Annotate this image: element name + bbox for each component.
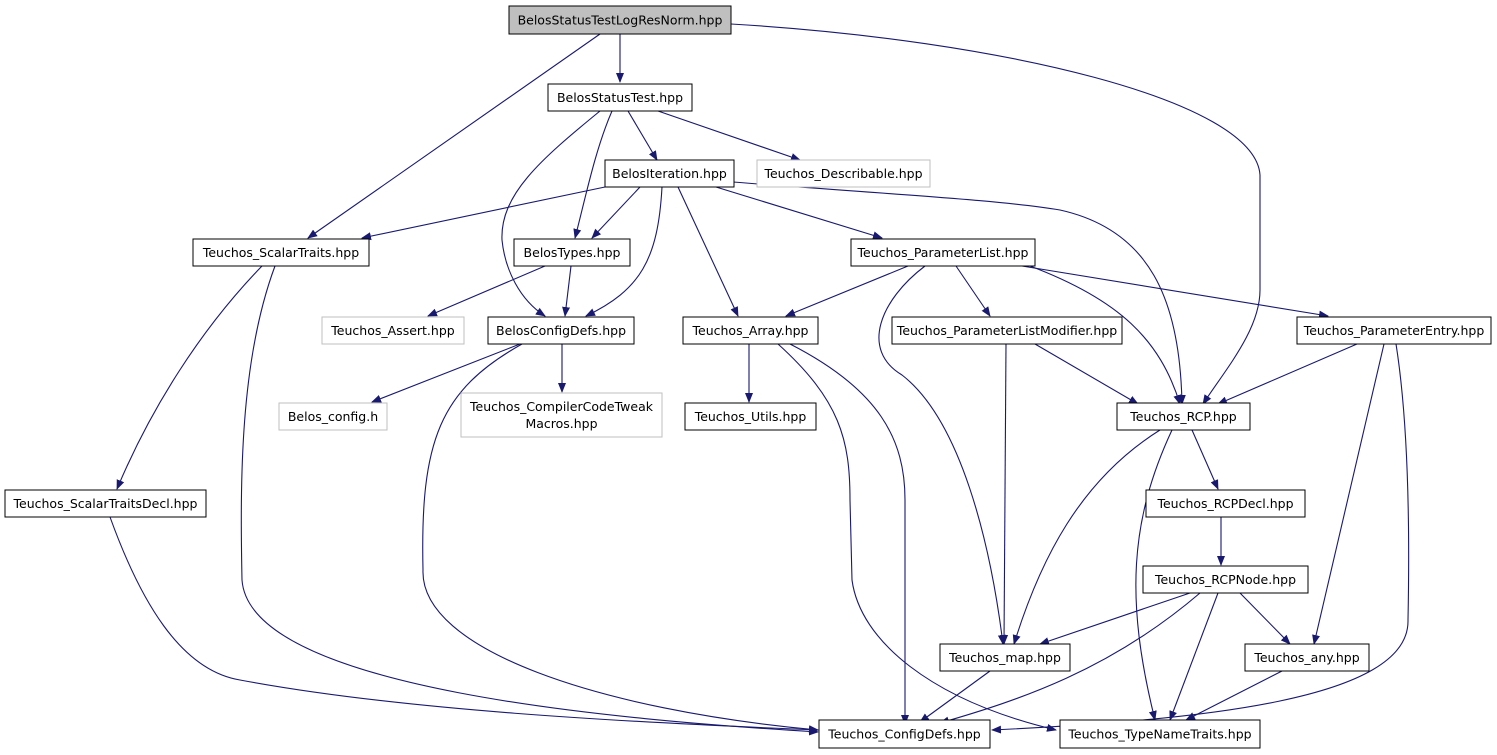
edge-paramentry-any [1312, 343, 1385, 645]
node-scalartraits[interactable]: Teuchos_ScalarTraits.hpp [192, 238, 370, 267]
node-statustest[interactable]: BelosStatusTest.hpp [547, 83, 693, 112]
node-plmodifier[interactable]: Teuchos_ParameterListModifier.hpp [891, 316, 1123, 345]
node-rcpnode[interactable]: Teuchos_RCPNode.hpp [1142, 565, 1309, 594]
node-statustest-label: BelosStatusTest.hpp [557, 90, 683, 105]
node-stdecl[interactable]: Teuchos_ScalarTraitsDecl.hpp [4, 489, 207, 518]
node-paramentry-label: Teuchos_ParameterEntry.hpp [1303, 323, 1485, 338]
edge-paramentry-tconfigdefs [991, 343, 1410, 734]
node-rcpdecl-label: Teuchos_RCPDecl.hpp [1156, 496, 1293, 511]
edge-statustest-describable [657, 110, 801, 161]
node-any[interactable]: Teuchos_any.hpp [1244, 643, 1370, 672]
node-iteration-label: BelosIteration.hpp [612, 166, 727, 181]
edge-belostypes-assert [427, 265, 546, 317]
node-rcpdecl[interactable]: Teuchos_RCPDecl.hpp [1145, 489, 1306, 518]
edge-iteration-array [677, 186, 739, 317]
node-map-label: Teuchos_map.hpp [948, 650, 1061, 665]
node-root[interactable]: BelosStatusTestLogResNorm.hpp [508, 5, 732, 35]
node-paramlist[interactable]: Teuchos_ParameterList.hpp [850, 238, 1036, 267]
node-compiler-label-line2: Macros.hpp [525, 416, 597, 431]
edge-plmodifier-rcp [1034, 343, 1139, 405]
node-paramentry[interactable]: Teuchos_ParameterEntry.hpp [1296, 316, 1492, 345]
edge-root-rcp [730, 23, 1261, 405]
edge-iteration-rcp [732, 181, 1186, 405]
node-assert-label: Teuchos_Assert.hpp [330, 323, 454, 338]
edge-plmodifier-map [1000, 343, 1009, 645]
edge-root-scalartraits [307, 33, 601, 239]
edge-paramlist-map [878, 265, 1006, 645]
edge-rcpnode-tconfigdefs [939, 592, 1201, 725]
node-stdecl-label: Teuchos_ScalarTraitsDecl.hpp [13, 496, 198, 511]
edge-stdecl-tconfigdefs [109, 516, 819, 734]
node-any-label: Teuchos_any.hpp [1253, 650, 1359, 665]
edge-rcpnode-any [1239, 592, 1291, 645]
node-configdefs-belos-label: BelosConfigDefs.hpp [496, 323, 626, 338]
edge-iteration-configdefs [585, 186, 663, 317]
node-tconfigdefs-label: Teuchos_ConfigDefs.hpp [827, 727, 980, 742]
edge-configdefs-belosconfig [371, 343, 521, 403]
node-belostypes-label: BelosTypes.hpp [524, 245, 621, 260]
edge-array-tconfigdefs [789, 343, 909, 725]
node-belosconfig-label: Belos_config.h [288, 409, 378, 424]
node-iteration[interactable]: BelosIteration.hpp [604, 159, 735, 188]
edge-belostypes-configdefs [562, 265, 572, 317]
edge-any-typename [1185, 670, 1283, 721]
edge-statustest-configdefs [501, 110, 601, 317]
edge-scalartraits-stdecl [116, 265, 263, 490]
node-configdefs-belos[interactable]: BelosConfigDefs.hpp [487, 316, 635, 345]
node-compiler-label-line1: Teuchos_CompilerCodeTweak [469, 399, 654, 414]
node-typename-label: Teuchos_TypeNameTraits.hpp [1067, 727, 1251, 742]
edge-iteration-scalartraits [361, 186, 606, 241]
node-utils-label: Teuchos_Utils.hpp [694, 409, 807, 424]
edge-paramentry-rcp [1217, 343, 1358, 405]
edge-rcpnode-map [1039, 592, 1191, 645]
node-rcp-label: Teuchos_RCP.hpp [1129, 409, 1237, 424]
edge-configdefs-tconfigdefs [422, 343, 819, 734]
node-assert[interactable]: Teuchos_Assert.hpp [321, 316, 465, 345]
node-map[interactable]: Teuchos_map.hpp [939, 643, 1071, 672]
node-plmodifier-label: Teuchos_ParameterListModifier.hpp [896, 323, 1117, 338]
edge-rcp-rcpdecl [1191, 429, 1219, 490]
node-paramlist-label: Teuchos_ParameterList.hpp [857, 245, 1029, 260]
node-typename[interactable]: Teuchos_TypeNameTraits.hpp [1059, 719, 1261, 749]
node-compiler[interactable]: Teuchos_CompilerCodeTweak Macros.hpp [460, 392, 663, 438]
node-describable[interactable]: Teuchos_Describable.hpp [756, 159, 931, 188]
edge-paramlist-rcp [1029, 265, 1182, 405]
node-belosconfig[interactable]: Belos_config.h [278, 402, 388, 431]
edge-statustest-belostypes [573, 110, 613, 239]
node-rcpnode-label: Teuchos_RCPNode.hpp [1154, 572, 1296, 587]
edge-map-tconfigdefs [919, 670, 991, 723]
node-array-label: Teuchos_Array.hpp [692, 323, 809, 338]
node-tconfigdefs[interactable]: Teuchos_ConfigDefs.hpp [818, 719, 991, 749]
node-describable-label: Teuchos_Describable.hpp [763, 166, 922, 181]
node-utils[interactable]: Teuchos_Utils.hpp [684, 402, 817, 431]
node-scalartraits-label: Teuchos_ScalarTraits.hpp [202, 245, 359, 260]
edge-paramlist-paramentry [1021, 265, 1329, 319]
edge-scalartraits-tconfigdefs [240, 265, 819, 736]
node-root-label: BelosStatusTestLogResNorm.hpp [518, 13, 723, 28]
edge-paramlist-array [785, 265, 909, 317]
edge-statustest-iteration [627, 110, 658, 161]
edge-rcp-map [1012, 429, 1161, 645]
edge-iteration-paramlist [715, 186, 883, 240]
node-belostypes[interactable]: BelosTypes.hpp [513, 238, 631, 267]
edge-rcpnode-typename [1169, 592, 1219, 721]
node-array[interactable]: Teuchos_Array.hpp [682, 316, 819, 345]
edge-rcp-typename [1135, 429, 1173, 721]
node-rcp[interactable]: Teuchos_RCP.hpp [1116, 402, 1251, 431]
edge-paramlist-plmodifier [955, 265, 991, 317]
edge-iteration-belostypes [591, 186, 641, 239]
edge-array-typename [777, 343, 1057, 732]
